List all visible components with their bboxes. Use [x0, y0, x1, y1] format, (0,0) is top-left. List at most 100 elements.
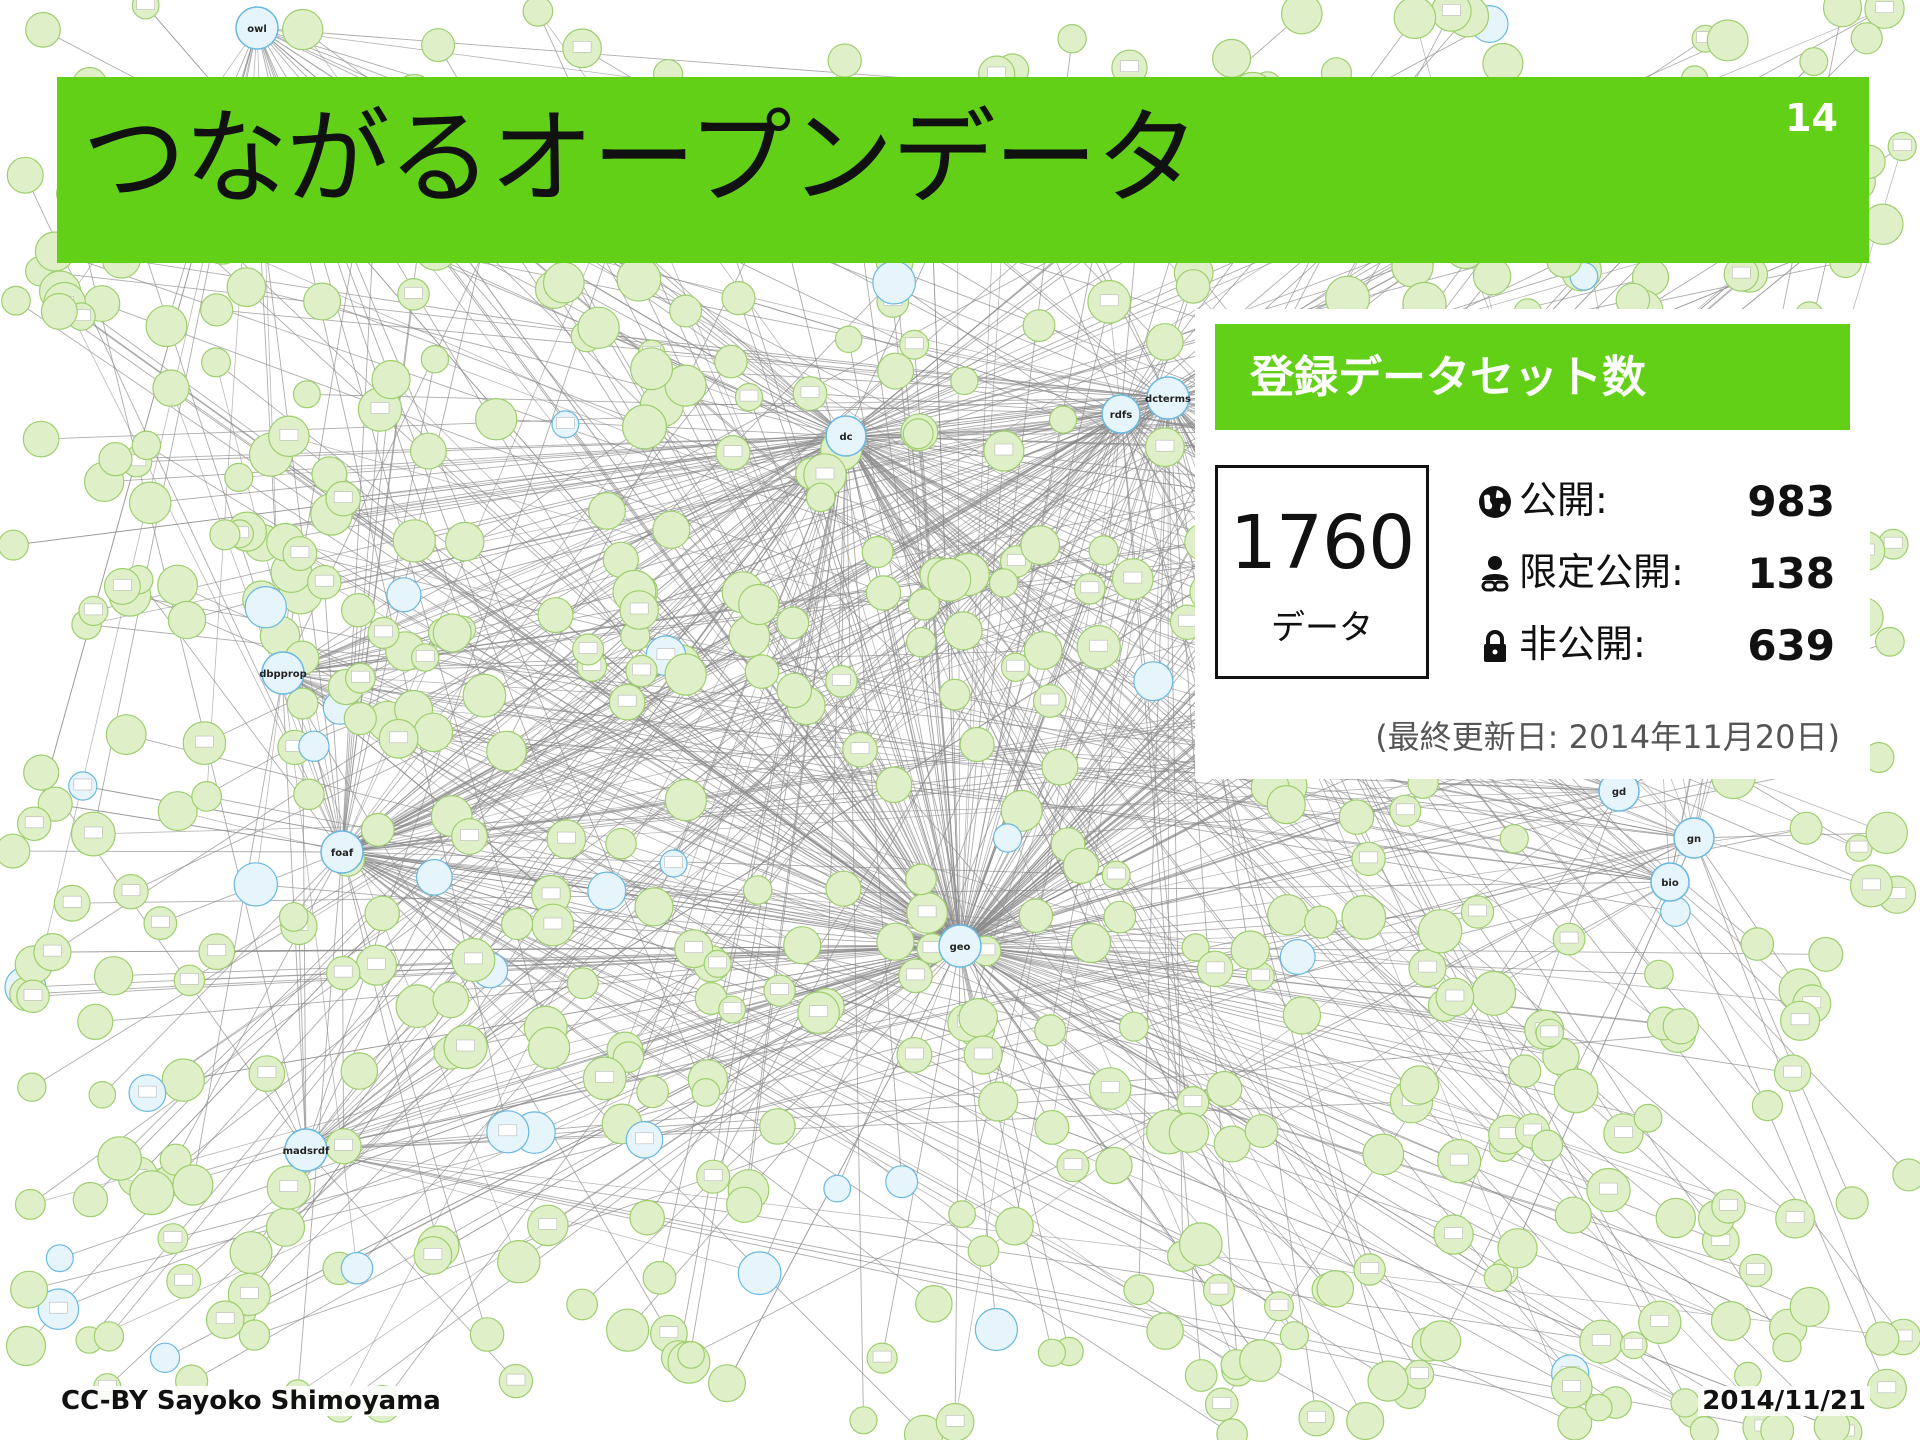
- graph-node: [1585, 1393, 1613, 1422]
- graph-node: [605, 1308, 650, 1352]
- graph-node: [420, 345, 450, 374]
- graph-node-thumbnail: [1099, 294, 1119, 307]
- graph-node: [1399, 1065, 1440, 1105]
- graph-node: [1133, 661, 1174, 702]
- graph-node: [974, 1307, 1019, 1352]
- hub-label-foaf: foaf: [331, 848, 354, 859]
- graph-node: [1740, 927, 1775, 961]
- graph-node: [726, 1186, 763, 1224]
- graph-node: [872, 260, 916, 305]
- graph-node-thumbnail: [973, 1047, 993, 1060]
- graph-node: [1772, 1332, 1802, 1363]
- graph-node: [1689, 1416, 1719, 1440]
- graph-node: [1048, 405, 1078, 434]
- globe-icon: [1479, 486, 1511, 518]
- graph-hub-nodes: owl dc rdfs dcterms dbpprop foaf geo ma: [235, 6, 1715, 1172]
- graph-node-thumbnail: [333, 491, 353, 504]
- graph-edge: [495, 418, 961, 947]
- graph-node: [707, 1364, 746, 1403]
- graph-node: [1706, 19, 1749, 62]
- graph-node-thumbnail: [629, 602, 649, 615]
- graph-node-thumbnail: [904, 337, 924, 350]
- graph-node-thumbnail: [1746, 1263, 1765, 1275]
- graph-node-thumbnail: [815, 467, 835, 480]
- graph-node: [1168, 1112, 1210, 1153]
- graph-edge: [341, 851, 345, 1147]
- graph-node-thumbnail: [1732, 266, 1751, 279]
- graph-node-thumbnail: [279, 428, 299, 441]
- hub-node-gd: gd: [1598, 770, 1640, 812]
- graph-node: [915, 1285, 953, 1323]
- graph-node-thumbnail: [945, 1415, 965, 1427]
- graph-node-thumbnail: [279, 1180, 299, 1192]
- graph-node-thumbnail: [121, 884, 141, 897]
- graph-node: [282, 8, 324, 51]
- graph-node: [432, 613, 472, 653]
- graph-node: [1417, 909, 1463, 954]
- graph-edge: [652, 435, 847, 1092]
- graph-edge: [341, 851, 1812, 1005]
- graph-node-thumbnail: [538, 1218, 558, 1230]
- graph-edge: [428, 450, 961, 947]
- graph-node-thumbnail: [722, 1002, 742, 1014]
- graph-edge: [506, 435, 847, 752]
- graph-edge: [1440, 881, 1671, 1342]
- graph-node: [1865, 811, 1908, 855]
- graph-node-thumbnail: [703, 1169, 723, 1181]
- graph-node: [1181, 933, 1210, 962]
- graph-node: [1419, 1320, 1462, 1362]
- stat-label-private: 非公開:: [1519, 622, 1646, 666]
- graph-edge: [33, 435, 847, 965]
- graph-node-thumbnail: [374, 625, 393, 638]
- graph-node: [105, 714, 147, 755]
- graph-edge: [341, 851, 1280, 1307]
- graph-node-thumbnail: [1562, 1380, 1581, 1392]
- graph-node: [906, 627, 937, 658]
- graph-node: [1710, 1300, 1751, 1341]
- graph-edge: [377, 435, 847, 831]
- graph-edge: [451, 632, 961, 947]
- graph-edge: [810, 473, 961, 947]
- graph-node: [1279, 938, 1316, 975]
- graph-node: [669, 294, 703, 328]
- graph-node: [238, 1319, 271, 1351]
- graph-node: [1213, 1125, 1251, 1163]
- graph-edge: [282, 672, 1732, 1322]
- hub-node-madsrdf: madsrdf: [283, 1128, 330, 1172]
- graph-node: [1499, 824, 1529, 854]
- graph-node-thumbnail: [215, 1312, 235, 1324]
- graph-node-thumbnail: [43, 944, 62, 957]
- graph-node: [131, 430, 162, 461]
- graph-node: [630, 347, 674, 391]
- hub-node-owl: owl: [235, 6, 279, 50]
- graph-edge: [282, 672, 1410, 1393]
- graph-edge: [255, 883, 961, 947]
- graph-node-thumbnail: [556, 416, 575, 429]
- graph-node: [776, 606, 810, 640]
- graph-edge: [685, 310, 847, 437]
- graph-node: [161, 1058, 205, 1102]
- stats-heading: 登録データセット数: [1250, 352, 1646, 403]
- graph-node: [938, 678, 971, 711]
- graph-edge: [59, 291, 961, 947]
- graph-edge: [959, 945, 1793, 1074]
- graph-node-thumbnail: [1178, 614, 1197, 627]
- graph-node: [1751, 1089, 1784, 1122]
- graph-edge: [341, 851, 1366, 1422]
- graph-node-thumbnail: [1559, 931, 1579, 944]
- graph-node: [737, 1251, 782, 1296]
- graph-node-thumbnail: [632, 663, 651, 676]
- graph-node: [167, 600, 207, 640]
- graph-node: [875, 766, 913, 804]
- graph-node: [742, 875, 773, 905]
- graph-node-thumbnail: [770, 983, 789, 996]
- hub-node-rdfs: rdfs: [1101, 394, 1141, 434]
- graph-node: [629, 1199, 666, 1236]
- graph-node-thumbnail: [1089, 639, 1108, 652]
- stat-label-limited: 限定公開:: [1519, 550, 1684, 594]
- graph-node-thumbnail: [1155, 439, 1175, 452]
- hub-label-bio: bio: [1661, 878, 1679, 889]
- graph-edge: [305, 949, 1251, 1151]
- graph-node: [5, 1325, 47, 1367]
